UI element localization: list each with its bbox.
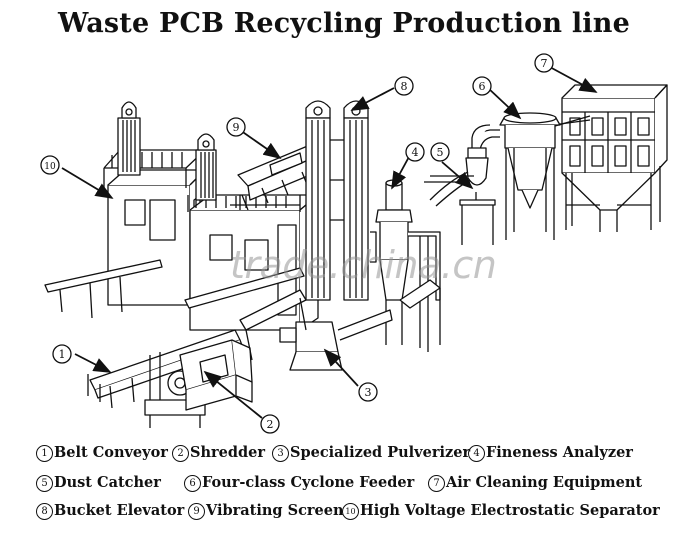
watermark-text: trade.china.cn [230, 243, 497, 287]
callout-number: 8 [401, 80, 408, 93]
feed-belts [44, 259, 441, 361]
bucket-elevator-right [305, 100, 377, 301]
legend-number: 4 [468, 445, 485, 462]
legend-label: Specialized Pulverizer [290, 444, 471, 461]
legend-label: Bucket Elevator [54, 502, 185, 519]
legend-label: High Voltage Electrostatic Separator [360, 502, 660, 519]
legend-label: Vibrating Screen [206, 502, 344, 519]
callout-number: 2 [267, 418, 274, 431]
legend-label: Belt Conveyor [54, 444, 168, 461]
callout-number: 6 [479, 80, 486, 93]
legend-number: 2 [172, 445, 189, 462]
callout-arrows [61, 65, 598, 419]
legend-number: 8 [36, 503, 53, 520]
legend-number: 7 [428, 475, 445, 492]
legend-label: Air Cleaning Equipment [446, 474, 643, 491]
air-cleaning-equipment [561, 84, 668, 232]
legend-label: Shredder [190, 444, 266, 461]
callout-number: 1 [59, 348, 66, 361]
callout-number: 4 [412, 146, 419, 159]
legend-label: Four-class Cyclone Feeder [202, 474, 415, 491]
diagram-title: Waste PCB Recycling Production line [58, 8, 630, 39]
callout-number: 7 [541, 57, 548, 70]
callout-numbers: 1 2 3 4 5 6 7 8 9 10 [40, 53, 554, 434]
production-line-drawing: 1 2 3 4 5 6 7 8 9 10 [40, 53, 668, 434]
legend-number: 10 [342, 503, 359, 520]
legend-number: 6 [184, 475, 201, 492]
callout-number: 10 [44, 162, 56, 172]
legend-label: Fineness Analyzer [486, 444, 633, 461]
bucket-elevator-left [117, 101, 217, 201]
legend-number: 9 [188, 503, 205, 520]
callout-number: 3 [365, 386, 372, 399]
legend-number: 5 [36, 475, 53, 492]
callout-number: 5 [437, 146, 444, 159]
legend-number: 1 [36, 445, 53, 462]
vibrating-screen [230, 144, 323, 211]
callout-number: 9 [233, 121, 240, 134]
legend-number: 3 [272, 445, 289, 462]
legend-label: Dust Catcher [54, 474, 161, 491]
